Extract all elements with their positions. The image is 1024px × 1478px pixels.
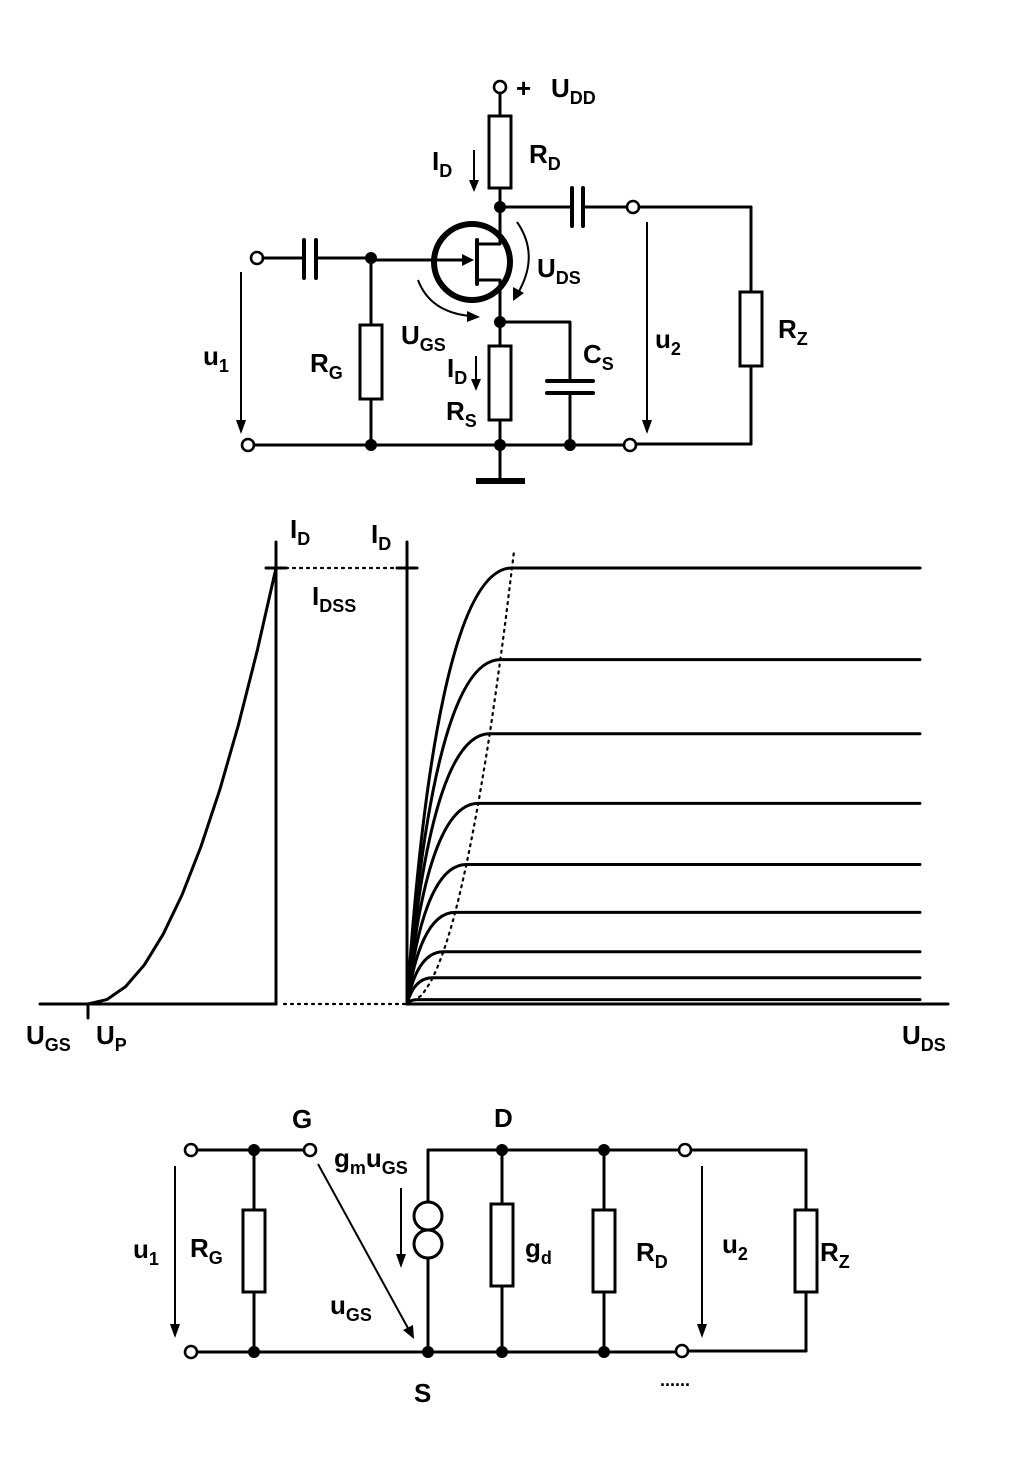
junction: [248, 1346, 260, 1358]
input-terminal-bottom: [240, 437, 256, 453]
arrow-head-icon: [471, 379, 481, 391]
gate-resistor: [241, 1208, 267, 1294]
arrow-head-icon: [396, 1254, 406, 1268]
gate-resistor-label: RG: [190, 1233, 223, 1268]
drain-conductance: [489, 1202, 515, 1288]
source-label: S: [414, 1378, 431, 1408]
ellipsis-mark: ......: [660, 1370, 690, 1390]
output-terminal-bottom: [622, 437, 638, 453]
output-curve: [405, 801, 922, 1006]
arrow-head-icon: [697, 1324, 707, 1338]
small-signal-circuit: G D S gmuGS uGS gd RG RD RZ u1 u2 ......: [133, 1103, 850, 1408]
drain-node: [496, 1144, 508, 1156]
gate-voltage-label: uGS: [330, 1290, 372, 1325]
jfet-drain-lead: [475, 205, 502, 246]
load-resistor-label: RZ: [778, 314, 808, 349]
source-resistor-label: RS: [446, 396, 477, 431]
output-curve: [405, 863, 922, 1006]
arrow-head-icon: [642, 420, 652, 434]
output-terminal-top: [625, 199, 641, 215]
input-voltage-label: u1: [133, 1234, 159, 1269]
arrow-head-icon: [513, 287, 524, 301]
conductance-label: gd: [525, 1233, 552, 1268]
input-terminal-top: [249, 250, 265, 266]
supply-label: UDD: [551, 73, 596, 108]
jfet-source-lead: [475, 278, 502, 324]
arrow-head-icon: [469, 180, 479, 192]
drain-resistor-label: RD: [636, 1237, 668, 1272]
drain-label: D: [494, 1103, 513, 1133]
drain-resistor: [591, 1208, 617, 1294]
output-voltage-label: u2: [655, 324, 681, 359]
junction: [598, 1346, 610, 1358]
output-characteristics: [405, 549, 922, 1006]
characteristics-plot: ID ID IDSS UGS UP UDS: [26, 514, 950, 1055]
output-curve: [405, 566, 922, 1006]
output-terminal-bottom: [674, 1343, 690, 1359]
load-resistor-label: RZ: [820, 1237, 850, 1272]
output-voltage-label: u2: [722, 1229, 748, 1264]
gate-resistor-label: RG: [310, 348, 343, 383]
output-curve: [405, 732, 922, 1006]
transfer-curve: [86, 566, 278, 1006]
junction: [598, 1144, 610, 1156]
output-curve: [405, 910, 922, 1006]
arrow-head-icon: [170, 1324, 180, 1338]
gate-resistor: [358, 323, 384, 401]
up-label: UP: [96, 1020, 127, 1055]
load-resistor: [793, 1208, 819, 1294]
drain-resistor: [487, 114, 513, 190]
source-resistor: [487, 344, 513, 422]
arrow-head-icon: [403, 1325, 414, 1339]
junction: [496, 1346, 508, 1358]
pinch-off-boundary: [405, 549, 516, 1006]
source-node: [422, 1346, 434, 1358]
output-id-label: ID: [371, 519, 391, 554]
supply-terminal: [492, 79, 508, 95]
transfer-characteristic: [86, 566, 278, 1006]
uds-axis-label: UDS: [902, 1020, 946, 1055]
amplifier-circuit: + UDD ID RD UDS UGS ID RS CS RG u1 u2 RZ: [203, 73, 808, 484]
wire: [498, 320, 572, 380]
transfer-id-label: ID: [290, 514, 310, 549]
input-voltage-label: u1: [203, 341, 229, 376]
junction: [248, 1144, 260, 1156]
arrow-head-icon: [236, 420, 246, 434]
junction: [365, 439, 377, 451]
gate-arrow-icon: [462, 254, 474, 266]
gate-source-voltage-label: UGS: [401, 320, 446, 355]
gate-source-voltage-arrow: [317, 1163, 410, 1331]
gate-terminal: [302, 1142, 318, 1158]
junction: [564, 439, 576, 451]
gate-label: G: [292, 1104, 312, 1134]
supply-sign: +: [516, 73, 531, 103]
input-terminal-top: [183, 1142, 199, 1158]
drain-source-voltage-label: UDS: [537, 253, 581, 288]
gate-source-voltage-arrow: [417, 279, 471, 317]
drain-source-voltage-arrow: [516, 221, 530, 294]
current-source-label: gmuGS: [334, 1143, 408, 1178]
source-current-label: ID: [447, 353, 467, 388]
drain-current-label: ID: [432, 146, 452, 181]
load-resistor: [738, 290, 764, 368]
jfet-symbol: [431, 221, 513, 303]
drain-resistor-label: RD: [529, 139, 561, 174]
input-terminal-bottom: [183, 1344, 199, 1360]
current-source-icon: [412, 1228, 444, 1260]
arrow-head-icon: [467, 311, 480, 322]
ugs-axis-label: UGS: [26, 1020, 71, 1055]
current-source-icon: [412, 1200, 444, 1232]
source-capacitor-label: CS: [583, 339, 614, 374]
idss-label: IDSS: [312, 581, 356, 616]
output-terminal-top: [677, 1142, 693, 1158]
